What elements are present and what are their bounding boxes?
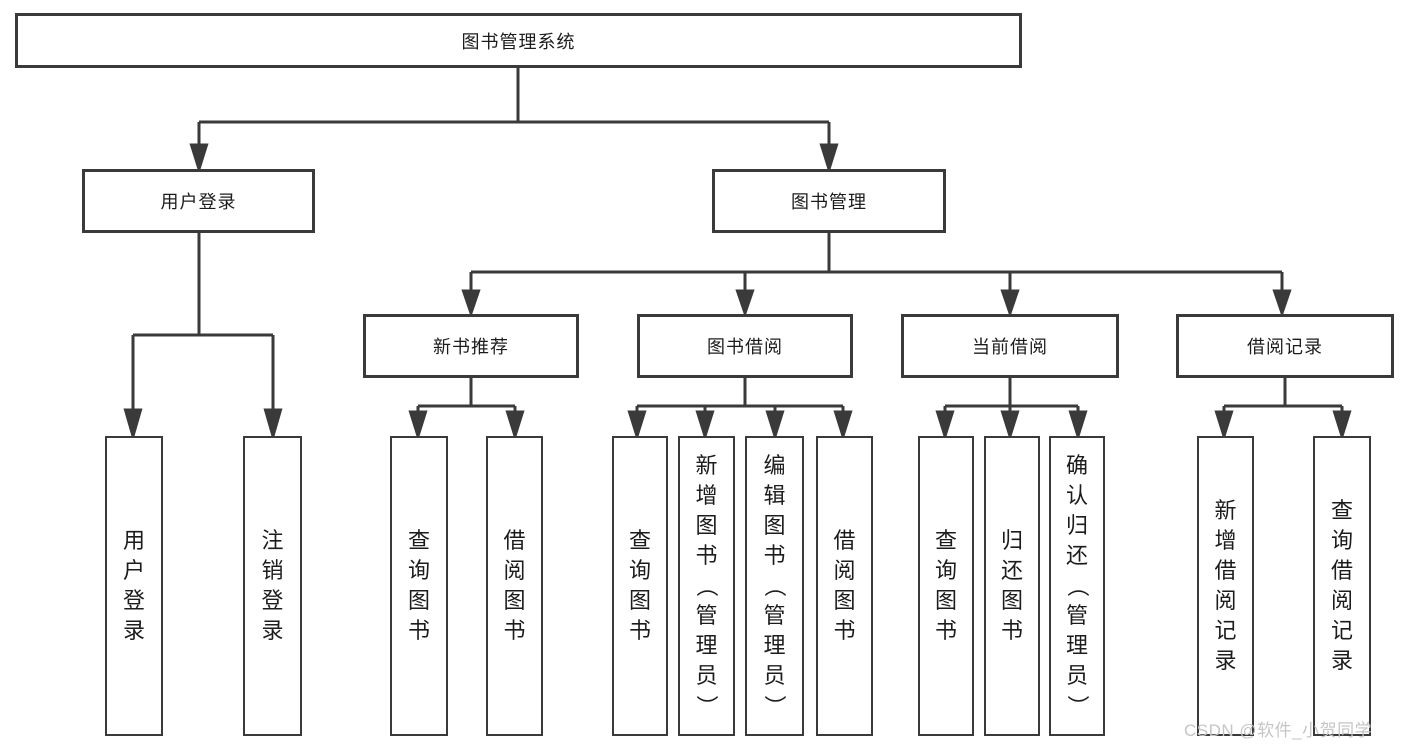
arrow-icon	[695, 410, 715, 442]
arrow-icon	[819, 143, 839, 175]
leaf-borrow-books-recommend: 借阅图书	[486, 436, 543, 736]
connector-current-borrow	[935, 378, 1088, 442]
leaf-logout: 注销登录	[243, 436, 302, 736]
node-label: 图书借阅	[707, 337, 783, 357]
node-book-borrow: 图书借阅	[637, 314, 853, 378]
leaf-query-books-recommend: 查询图书	[390, 436, 448, 736]
node-root: 图书管理系统	[15, 13, 1022, 68]
arrow-icon	[1000, 410, 1020, 442]
leaf-add-borrow-record: 新增借阅记录	[1197, 436, 1254, 736]
node-book-management: 图书管理	[712, 169, 946, 233]
leaf-return-books: 归还图书	[984, 436, 1040, 736]
arrow-icon	[1272, 289, 1292, 318]
arrow-icon	[1214, 410, 1234, 442]
arrow-icon	[1332, 410, 1352, 442]
watermark: CSDN @软件_小贺同学	[1184, 721, 1373, 740]
node-user-login: 用户登录	[82, 169, 315, 233]
node-label: 图书管理系统	[461, 31, 576, 52]
leaf-confirm-return-admin: 确认归还（管理员）	[1049, 436, 1105, 736]
connector-root	[189, 68, 839, 175]
arrow-icon	[627, 410, 647, 442]
connector-new-book-recommend	[408, 378, 525, 442]
arrow-icon	[735, 289, 755, 318]
leaf-query-books-current: 查询图书	[918, 436, 974, 736]
node-label: 用户登录	[160, 192, 237, 212]
connector-user-login	[123, 233, 283, 442]
leaf-add-books-admin: 新增图书（管理员）	[678, 436, 735, 736]
connector-book-borrow	[627, 378, 853, 442]
leaf-edit-books-admin: 编辑图书（管理员）	[745, 436, 804, 736]
arrow-icon	[123, 408, 143, 442]
arrow-icon	[833, 410, 853, 442]
arrow-icon	[263, 408, 283, 442]
node-label: 借阅记录	[1247, 337, 1323, 357]
node-new-book-recommend: 新书推荐	[363, 314, 579, 378]
leaf-borrow-books: 借阅图书	[816, 436, 873, 736]
node-label: 图书管理	[791, 192, 867, 212]
node-label: 新书推荐	[433, 337, 509, 357]
arrow-icon	[1000, 289, 1020, 318]
arrow-icon	[189, 143, 209, 175]
connector-borrow-records	[1214, 378, 1352, 442]
leaf-user-login: 用户登录	[105, 436, 163, 736]
arrow-icon	[461, 289, 481, 318]
arrow-icon	[408, 410, 428, 442]
arrow-icon	[765, 410, 785, 442]
leaf-query-books-borrow: 查询图书	[612, 436, 668, 736]
leaf-query-borrow-record: 查询借阅记录	[1313, 436, 1371, 736]
connector-book-management	[461, 233, 1292, 318]
node-label: 当前借阅	[972, 337, 1048, 357]
arrow-icon	[1068, 410, 1088, 442]
node-borrow-records: 借阅记录	[1176, 314, 1394, 378]
arrow-icon	[505, 410, 525, 442]
arrow-icon	[935, 410, 955, 442]
node-current-borrow: 当前借阅	[901, 314, 1119, 378]
